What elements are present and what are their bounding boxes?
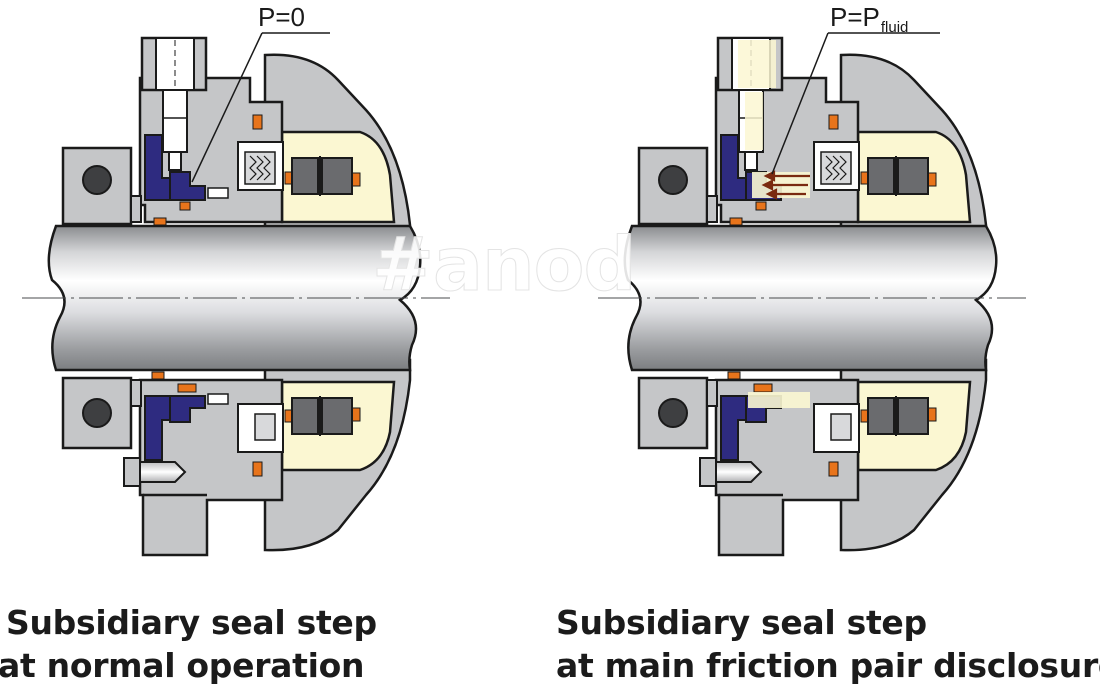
pressure-label-subscript: fluid bbox=[881, 19, 909, 36]
gap-marker-shape bbox=[207, 187, 229, 199]
left-seal-assembly: P=0 bbox=[20, 2, 452, 557]
gap-marker-shape bbox=[207, 393, 229, 405]
caption-right: Subsidiary seal step at main friction pa… bbox=[556, 601, 1100, 687]
pressure-label-left: P=0 bbox=[258, 2, 305, 32]
caption-right-line2: at main friction pair disclosure bbox=[556, 646, 1100, 685]
caption-left-line1: Subsidiary seal step bbox=[6, 603, 377, 642]
caption-left-line2: at normal operation bbox=[0, 646, 365, 685]
flow-arrow-head bbox=[765, 188, 778, 200]
cream-bolt-highlight-shape bbox=[738, 40, 776, 88]
flow-arrow-head bbox=[761, 179, 774, 191]
watermark-text: #anod bbox=[372, 222, 635, 308]
caption-right-line1: Subsidiary seal step bbox=[556, 603, 927, 642]
right-seal-assembly: P=Pfluid bbox=[596, 2, 1028, 557]
cream-bolt-highlight-shape bbox=[745, 92, 763, 150]
pressure-label-right: P=Pfluid bbox=[830, 2, 908, 36]
cream-gap-highlight-shape bbox=[748, 392, 810, 408]
caption-left: Subsidiary seal step at normal operation bbox=[0, 601, 377, 687]
pressure-label-base: P=P bbox=[830, 2, 880, 32]
fluid-flow-arrows bbox=[761, 170, 810, 200]
leader-line bbox=[191, 32, 263, 183]
leader-line bbox=[771, 32, 829, 175]
